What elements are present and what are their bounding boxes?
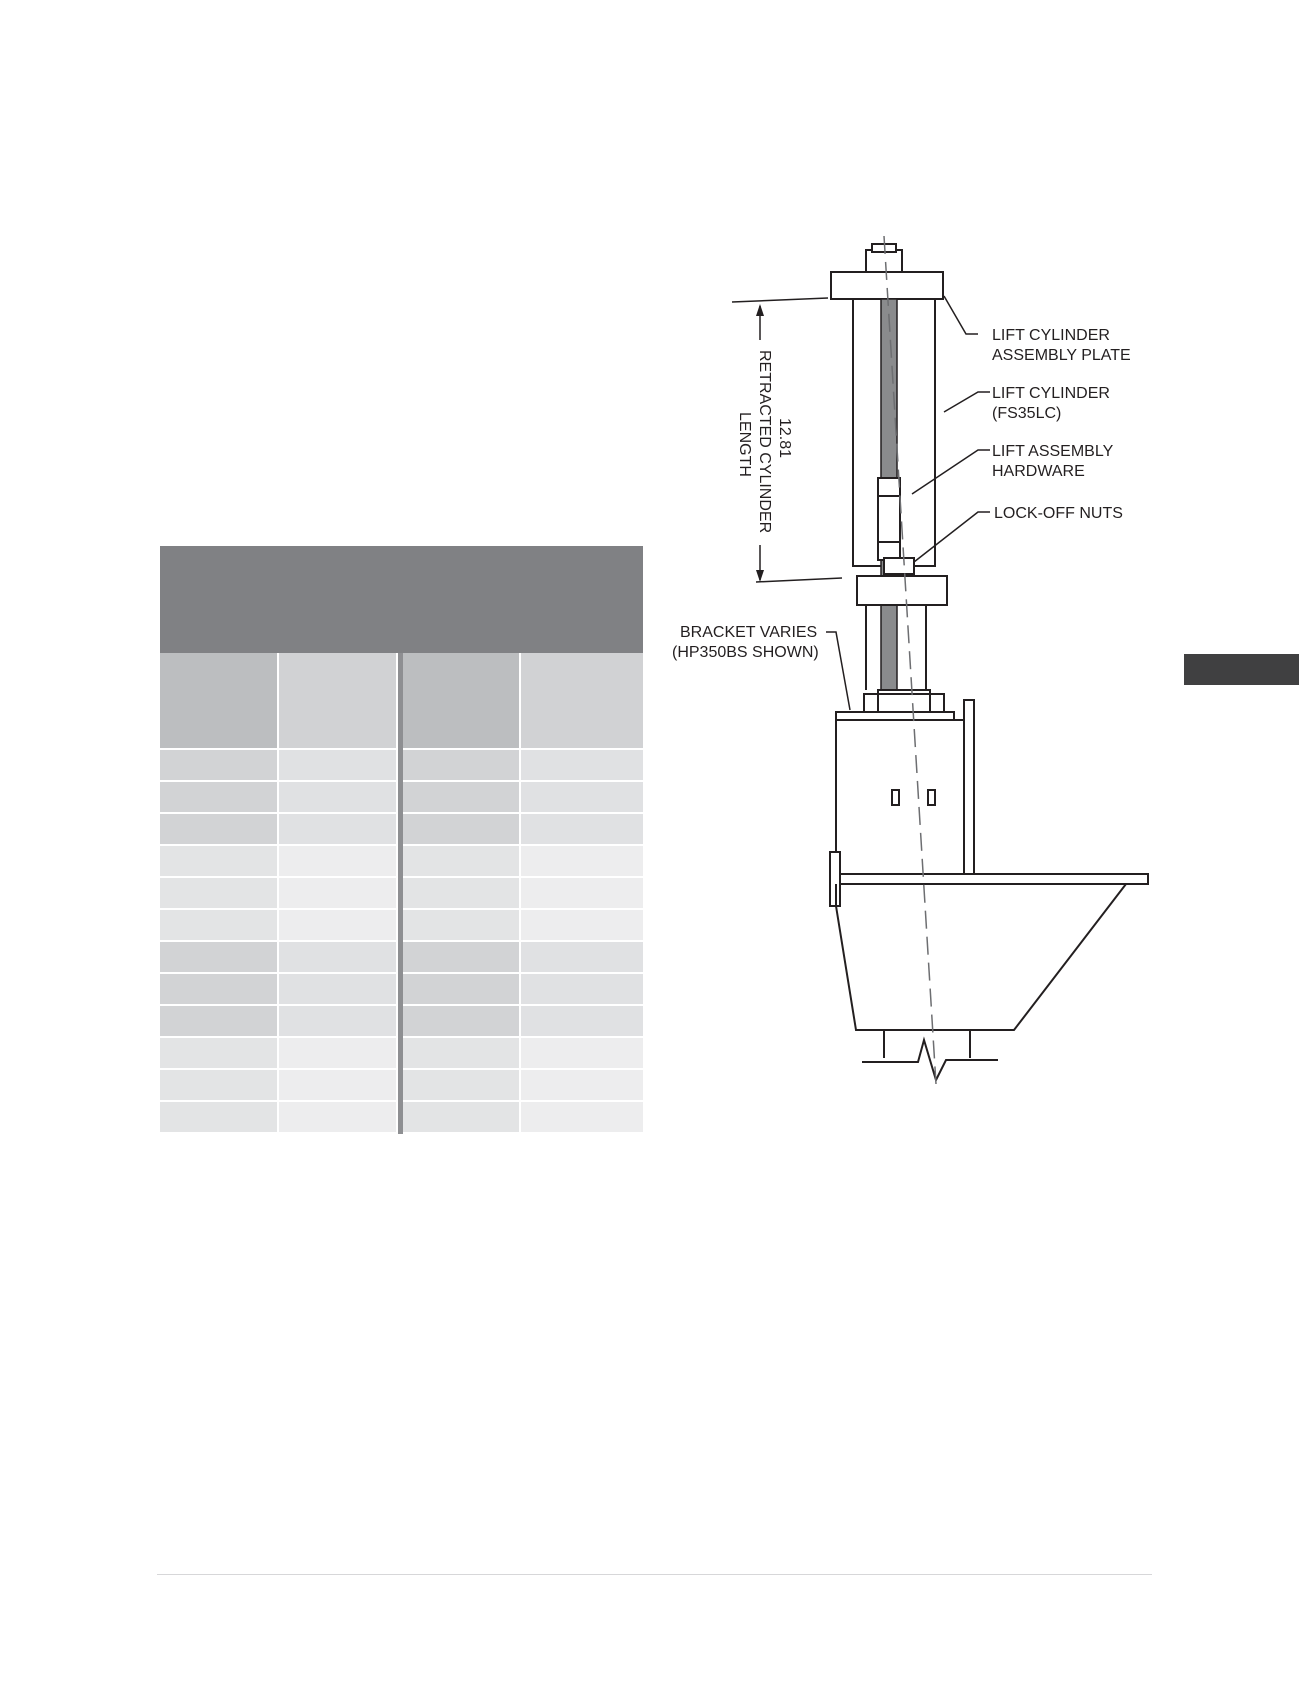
table-cell [521,910,643,942]
table-cell [398,974,521,1006]
table-cell [521,974,643,1006]
table-cell [398,1006,521,1038]
table-cell [279,814,398,846]
table-cell [160,814,279,846]
table-cell [521,750,643,782]
footer-rule [157,1574,1152,1575]
table-cell [160,1070,279,1102]
table-cell [160,974,279,1006]
callout-cylinder-line2: (FS35LC) [992,405,1061,422]
callout-nuts: LOCK-OFF NUTS [994,505,1123,522]
dimension-label-line1: RETRACTED CYLINDER [756,350,773,533]
callout-bracket-line2: (HP350BS SHOWN) [672,644,819,661]
table-header-band [160,546,643,653]
table-cell [279,750,398,782]
section-tab [1184,654,1299,685]
table-cell [160,1038,279,1070]
column-head-cell [160,653,279,750]
table-cell [279,910,398,942]
callout-cylinder-line1: LIFT CYLINDER [992,385,1110,402]
table-cell [279,782,398,814]
table-cell [279,846,398,878]
top-nut [865,249,903,273]
bracket-flange [963,699,975,875]
table-grid [160,653,643,1134]
table-cell [521,1038,643,1070]
table-cell [279,1038,398,1070]
table-cell [521,1102,643,1134]
lock-off-nut [883,557,915,575]
table-cell [279,1102,398,1134]
callout-plate-line2: ASSEMBLY PLATE [992,347,1131,364]
table-cell [398,1070,521,1102]
table-cell [521,782,643,814]
column-head-cell [279,653,398,750]
table-cell [521,846,643,878]
data-table [160,546,643,1134]
callout-hardware-line2: HARDWARE [992,463,1085,480]
table-cell [160,846,279,878]
table-cell [160,1006,279,1038]
table-cell [398,878,521,910]
coupling-nut [877,477,901,561]
table-cell [160,1102,279,1134]
table-cell [521,1070,643,1102]
bracket-top-plate [835,711,955,721]
table-cell [398,750,521,782]
table-cell [279,942,398,974]
slot [927,789,936,806]
table-cell [398,782,521,814]
bracket-box [835,719,973,875]
table-cell [398,1038,521,1070]
callout-plate-line1: LIFT CYLINDER [992,327,1110,344]
slot [891,789,900,806]
callout-hardware-line1: LIFT ASSEMBLY [992,443,1114,460]
lower-plate [856,575,948,606]
column-head-cell [521,653,643,750]
table-cell [521,814,643,846]
table-cell [279,974,398,1006]
table-cell [279,1070,398,1102]
table-cell [521,878,643,910]
table-cell [160,910,279,942]
table-cell [160,878,279,910]
table-cell [279,878,398,910]
dimension-value: 12.81 [776,418,793,458]
table-cell [398,846,521,878]
table-cell [521,942,643,974]
dimension-label-line2: LENGTH [736,412,753,477]
table-cell [521,1006,643,1038]
table-cell [160,942,279,974]
table-split-rule [398,653,403,1134]
table-cell [160,782,279,814]
table-cell [160,750,279,782]
table-cell [398,910,521,942]
table-cell [398,942,521,974]
callout-bracket-line1: BRACKET VARIES [680,624,817,641]
bracket-ledge [837,873,1149,885]
column-head-cell [398,653,521,750]
table-cell [398,1102,521,1134]
table-cell [279,1006,398,1038]
table-cell [398,814,521,846]
